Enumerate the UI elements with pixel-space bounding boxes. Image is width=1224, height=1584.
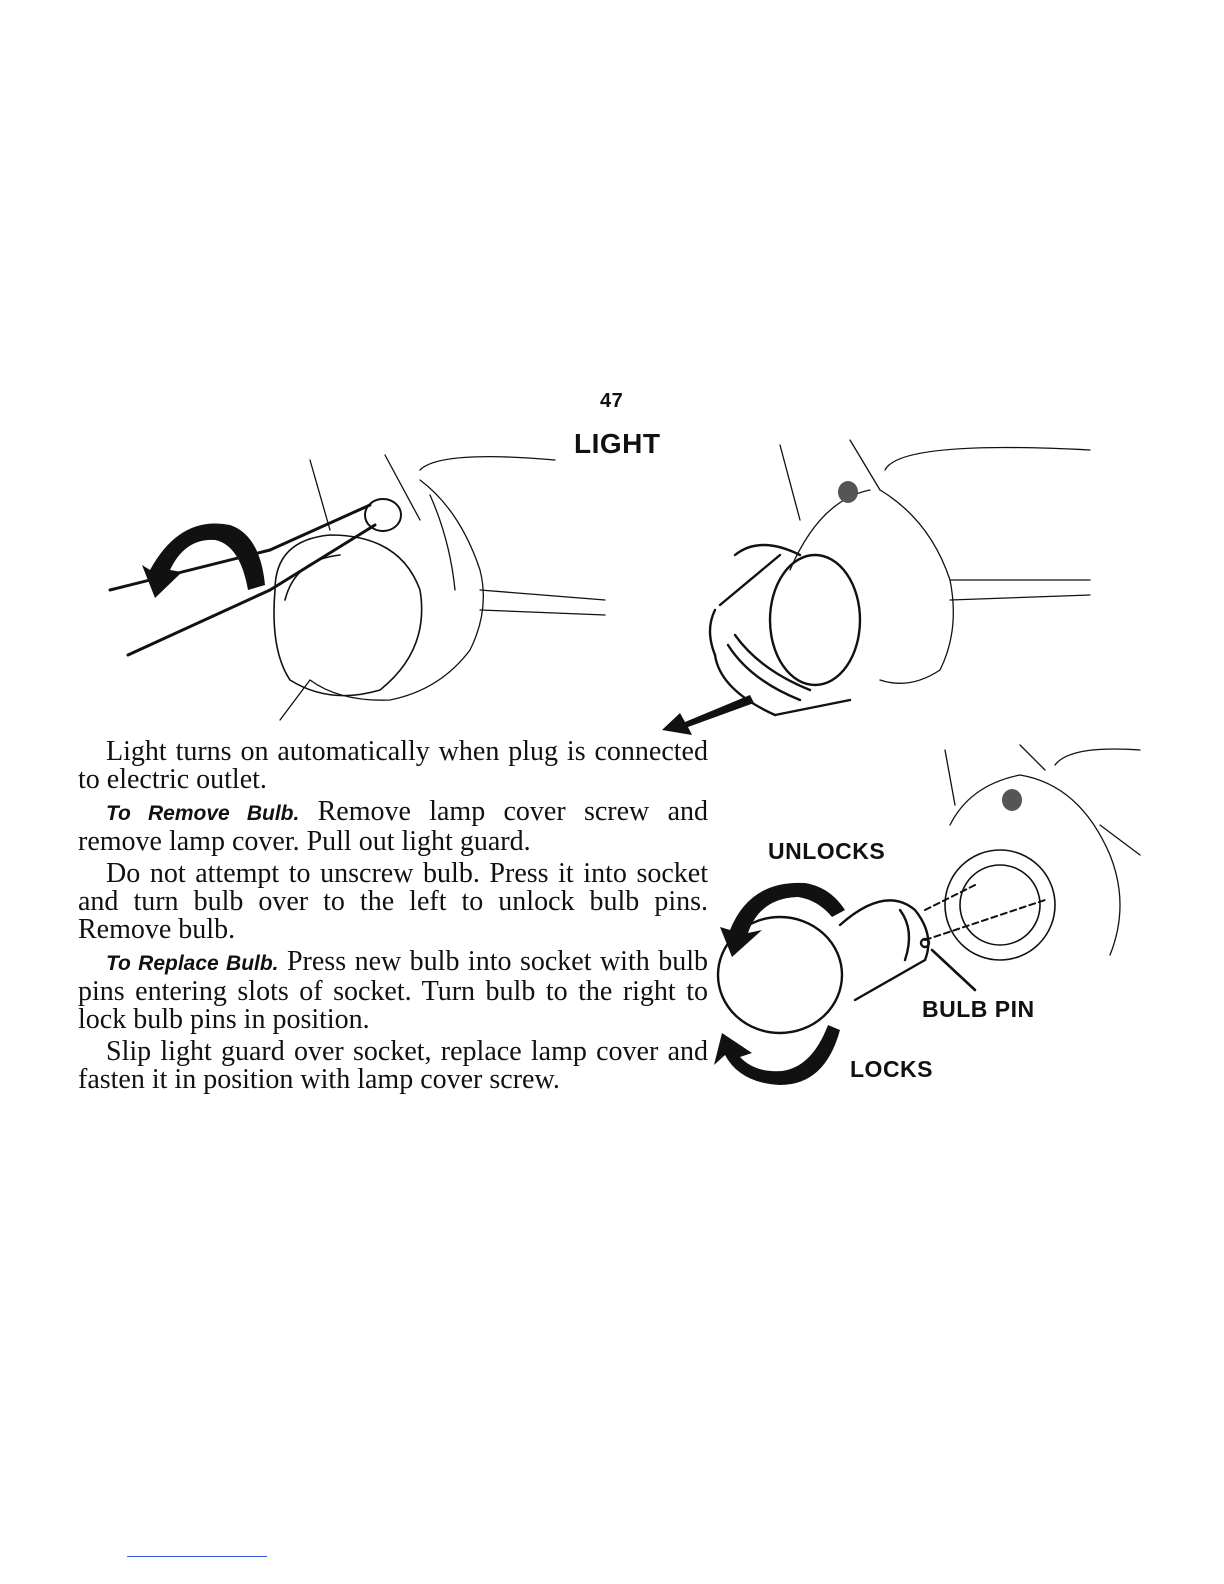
paragraph-text: Light turns on automatically when plug i… xyxy=(78,736,708,795)
paragraph: Do not attempt to unscrew bulb. Press it… xyxy=(78,860,708,944)
unlocks-label: UNLOCKS xyxy=(768,838,886,864)
lamp-cover xyxy=(273,534,423,697)
lock-arrow-icon xyxy=(714,1025,840,1085)
footer-rule xyxy=(127,1556,267,1557)
paragraph-runin: To Replace Bulb. xyxy=(106,952,279,975)
section-heading: LIGHT xyxy=(574,428,661,459)
paragraph-text: Do not attempt to unscrew bulb. Press it… xyxy=(78,858,708,945)
instructions-text: Light turns on automatically when plug i… xyxy=(78,738,708,1098)
socket xyxy=(944,849,1056,961)
unlock-arrow-icon xyxy=(720,882,845,957)
paragraph: Slip light guard over socket, replace la… xyxy=(78,1038,708,1094)
lamp-housing-outline xyxy=(944,744,1141,956)
bulb-pin-path xyxy=(924,884,1046,941)
paragraph: To Replace Bulb. Press new bulb into soc… xyxy=(78,948,708,1034)
turn-arrow-icon xyxy=(142,523,265,598)
bulb xyxy=(716,899,931,1035)
socket-screw xyxy=(838,481,858,503)
bulb-lock-illustration xyxy=(714,744,1141,1085)
bulb-pin-pointer xyxy=(930,948,977,992)
page-number: 47 xyxy=(600,390,624,412)
paragraph-runin: To Remove Bulb. xyxy=(106,802,300,825)
socket-screw xyxy=(1002,789,1022,811)
cover-screw xyxy=(364,498,402,532)
locks-label: LOCKS xyxy=(850,1056,933,1082)
light-guard xyxy=(708,543,862,717)
bulb-pin-label: BULB PIN xyxy=(922,996,1035,1022)
paragraph: Light turns on automatically when plug i… xyxy=(78,738,708,794)
paragraph: To Remove Bulb. Remove lamp cover screw … xyxy=(78,798,708,856)
paragraph-text: Press new bulb into socket with bulb pin… xyxy=(78,946,708,1035)
remove-screw-illustration xyxy=(108,454,606,721)
pull-arrow-icon xyxy=(662,695,754,735)
paragraph-text: Slip light guard over socket, replace la… xyxy=(78,1036,708,1095)
remove-guard-illustration xyxy=(662,439,1091,735)
lamp-housing-outline xyxy=(279,454,606,721)
lamp-housing-outline xyxy=(779,439,1091,684)
paragraph-text: Remove lamp cover screw and remove lamp … xyxy=(78,796,708,857)
